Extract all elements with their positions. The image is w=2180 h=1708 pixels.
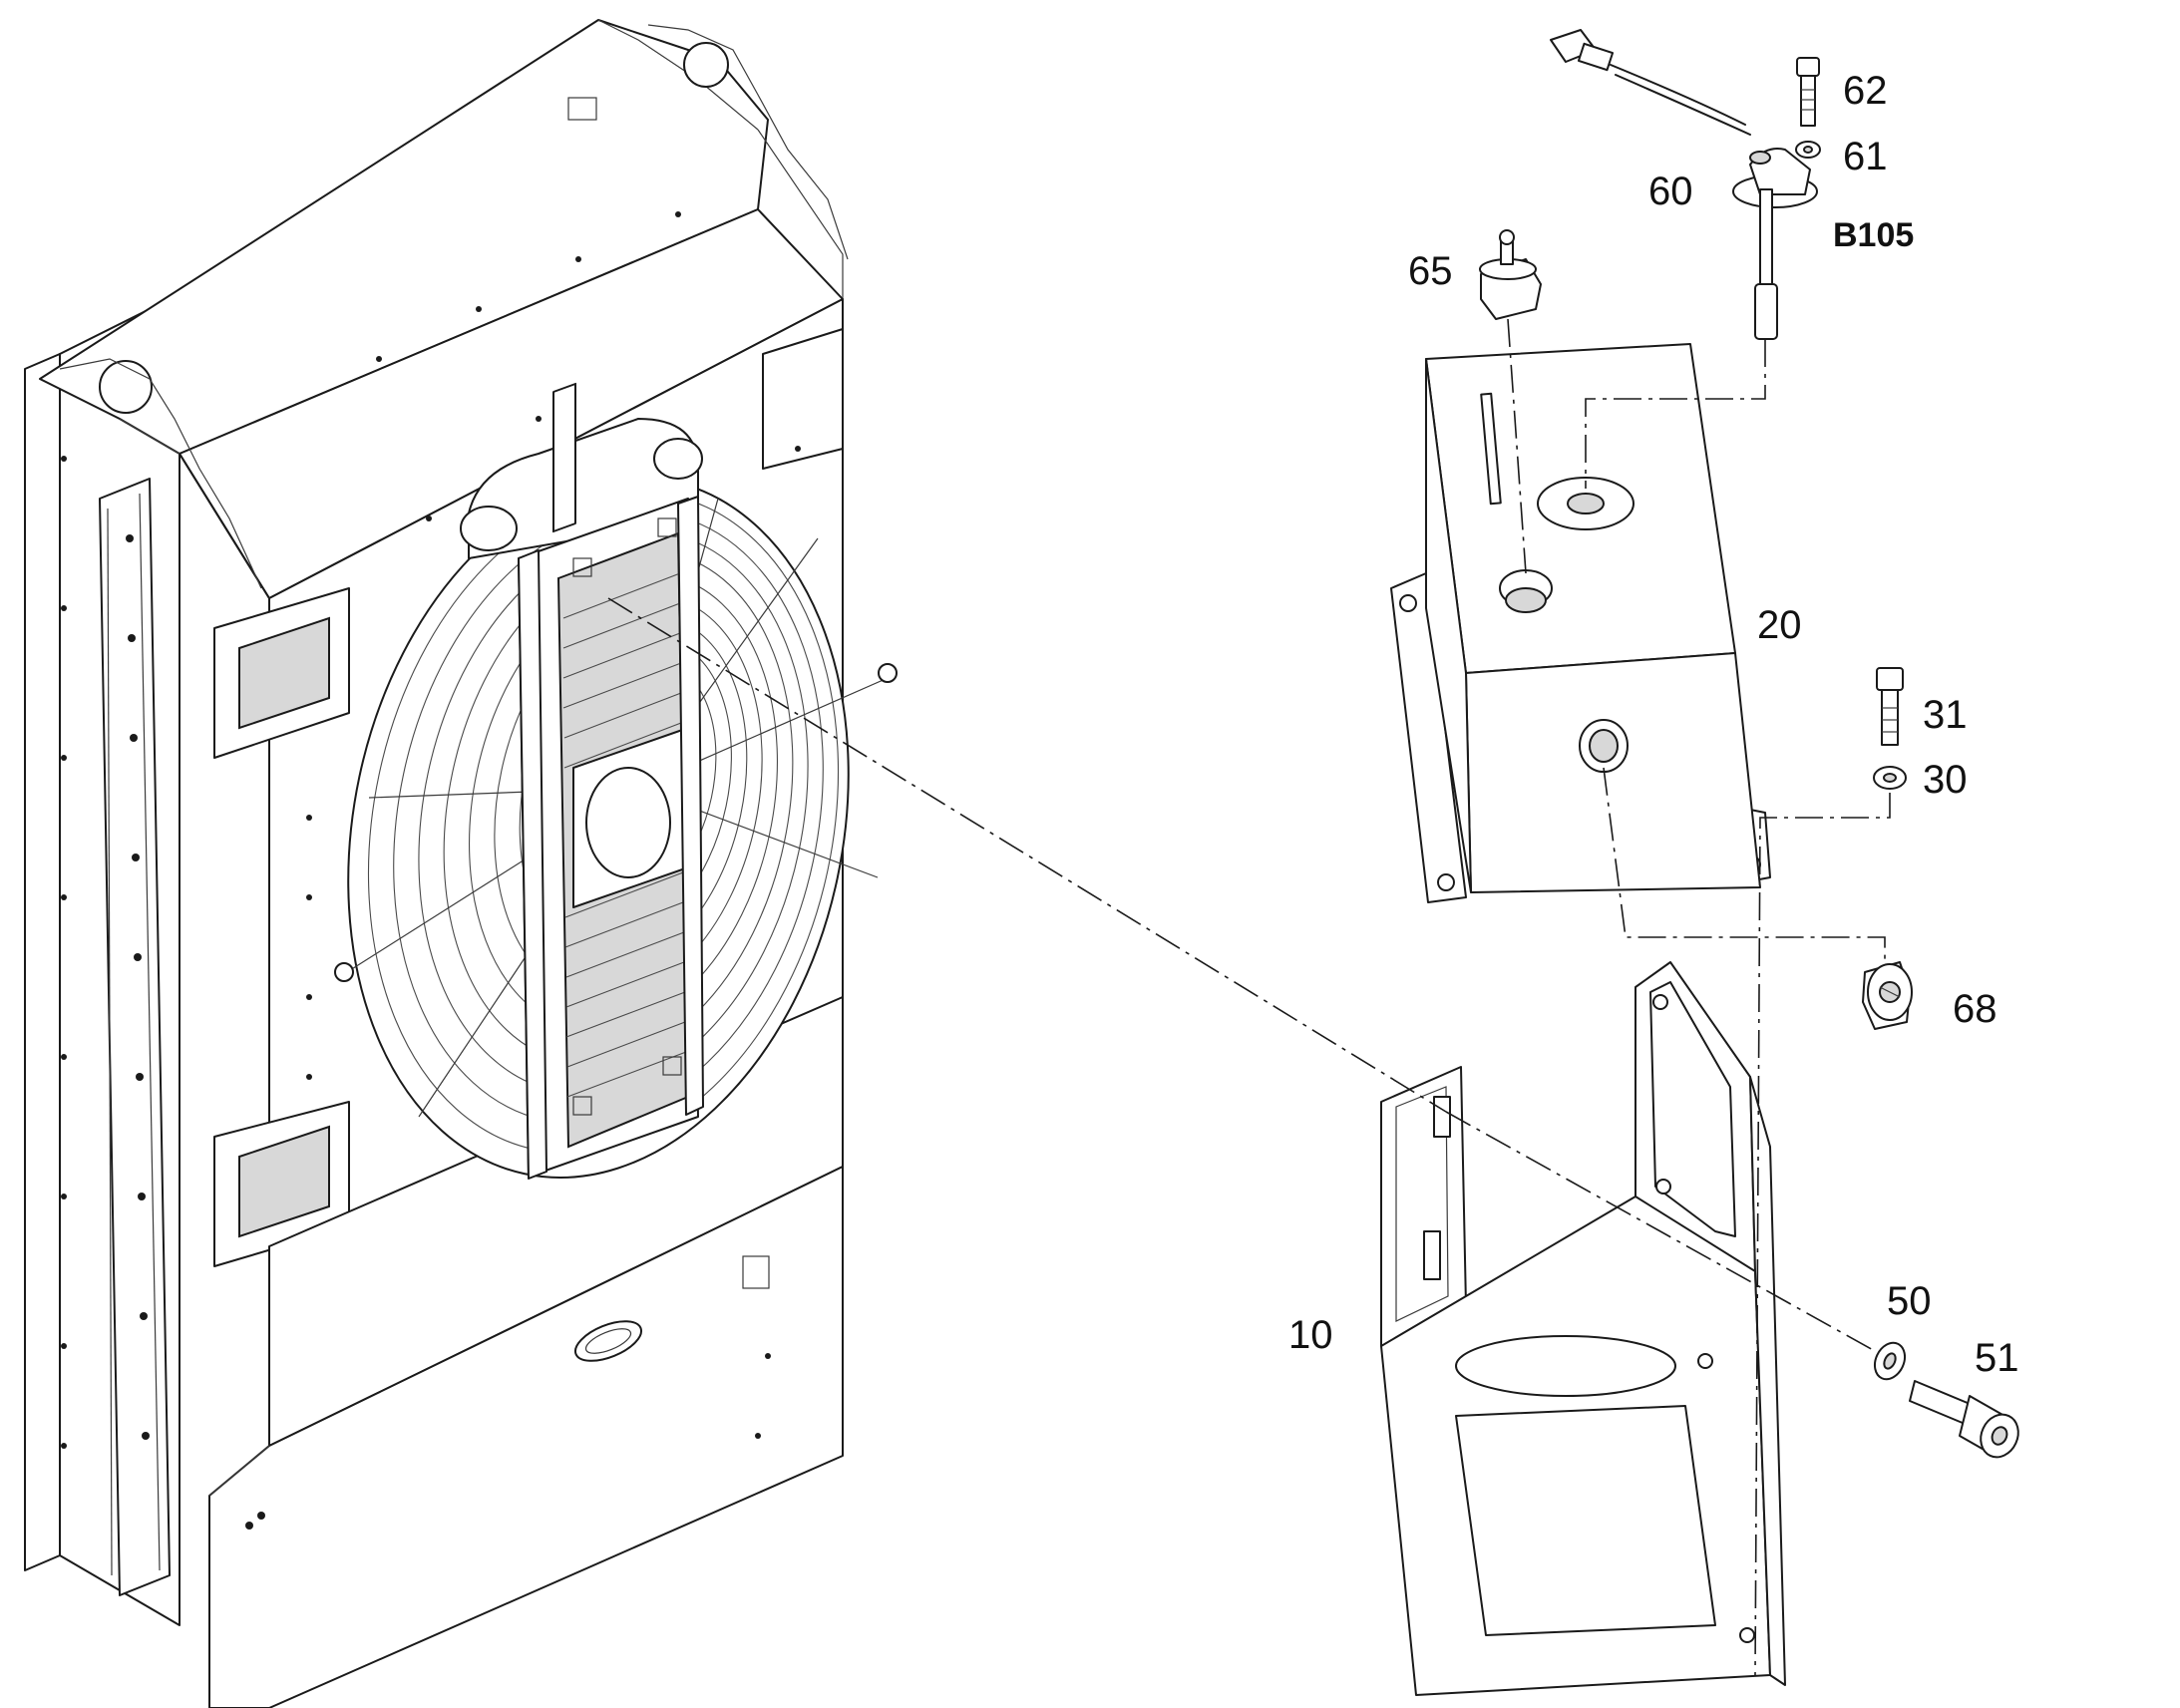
- callout-10: 10: [1288, 1313, 1333, 1357]
- assembly-lines: [607, 318, 1891, 1676]
- callout-68: 68: [1953, 987, 1998, 1031]
- callout-30: 30: [1923, 758, 1968, 802]
- filler-cap-65: [1479, 229, 1542, 320]
- screw-62: [1796, 57, 1820, 127]
- fan-mount-bracket: [460, 382, 704, 1180]
- screw-31: [1876, 667, 1904, 746]
- level-sensor: [1550, 29, 1818, 340]
- callout-62: 62: [1843, 69, 1888, 113]
- callout-51: 51: [1975, 1336, 2019, 1380]
- expansion-tank: [1390, 343, 1771, 903]
- tank-bracket: [1380, 961, 1786, 1696]
- screw-51: [1909, 1380, 2019, 1459]
- washer-30: [1873, 766, 1907, 790]
- washer-50: [1873, 1341, 1907, 1381]
- callout-65: 65: [1408, 249, 1453, 293]
- callout-61: 61: [1843, 135, 1888, 178]
- callout-31: 31: [1923, 693, 1968, 737]
- callout-20: 20: [1757, 603, 1802, 647]
- washer-61: [1795, 141, 1821, 159]
- callout-50: 50: [1887, 1279, 1932, 1323]
- sensor-code-label: B105: [1833, 216, 1914, 254]
- drain-plug-68: [1862, 961, 1913, 1030]
- callout-60: 60: [1648, 170, 1693, 213]
